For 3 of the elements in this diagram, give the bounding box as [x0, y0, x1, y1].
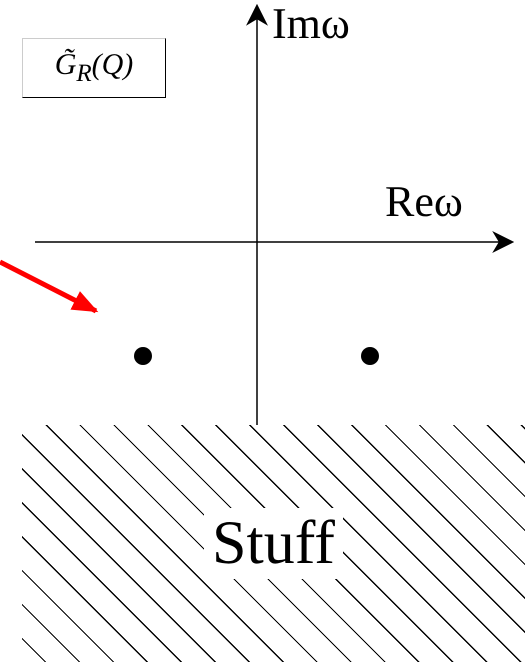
- label-box: [22, 38, 166, 98]
- region-label: Stuff: [204, 508, 343, 579]
- function-label: G̃$_{R}$(Q): [54, 48, 134, 88]
